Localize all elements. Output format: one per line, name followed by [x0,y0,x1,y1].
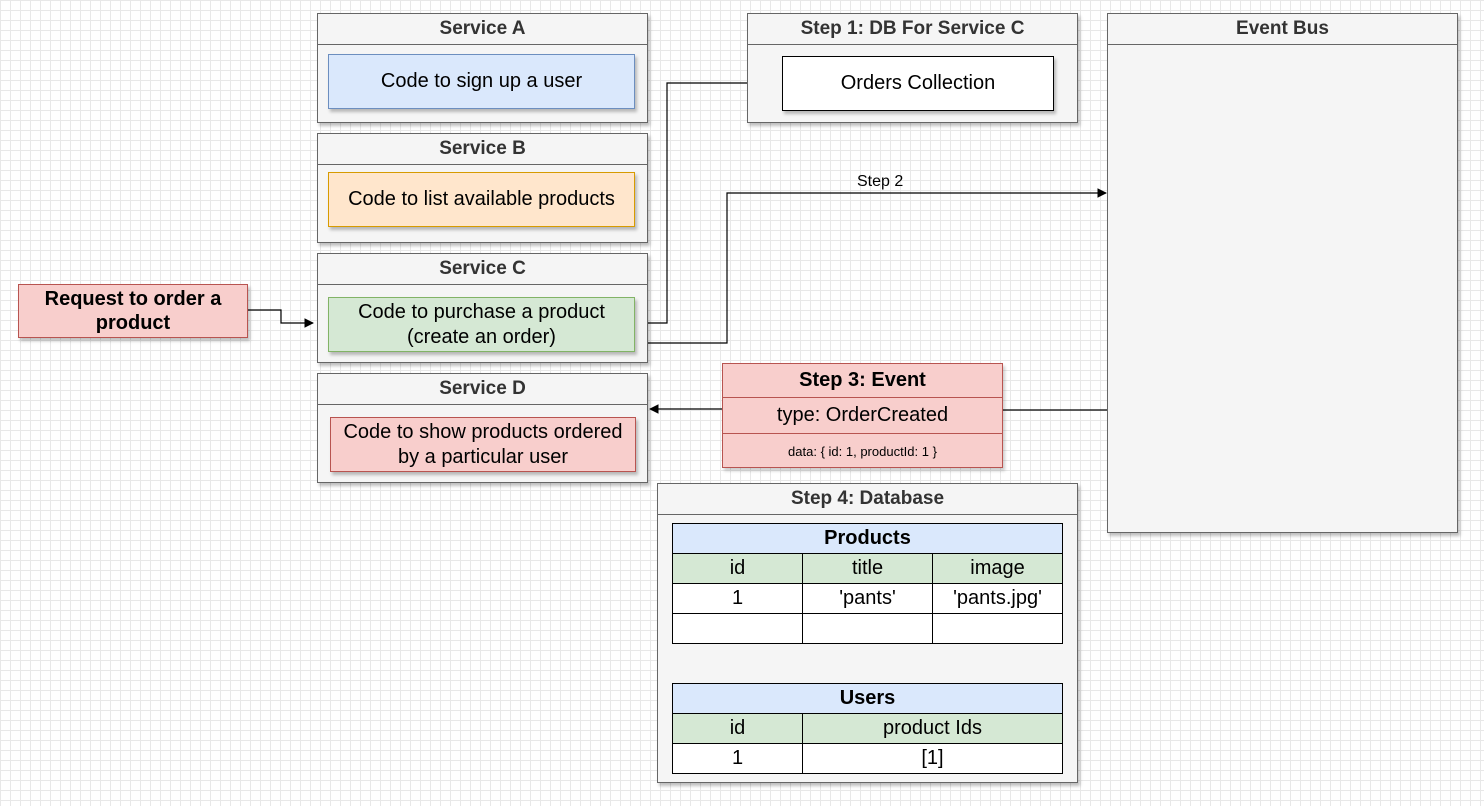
event-bus-panel: Event Bus [1107,13,1458,533]
service-a-code: Code to sign up a user [328,54,635,109]
service-b-panel: Service B Code to list available product… [317,133,648,243]
service-a-panel: Service A Code to sign up a user [317,13,648,123]
products-table-title: Products [672,523,1063,554]
arrow-service-c-to-event-bus [648,188,1107,344]
users-col-product-ids: product Ids [802,713,1063,744]
users-row1-id: 1 [672,743,803,774]
step3-type: type: OrderCreated [723,398,1002,434]
products-col-title: title [802,553,933,584]
products-row1-image: 'pants.jpg' [932,583,1063,614]
products-col-image: image [932,553,1063,584]
step3-data: data: { id: 1, productId: 1 } [788,443,937,459]
service-c-code-text: Code to purchase a product (create an or… [358,300,605,348]
service-c-panel: Service C Code to purchase a product (cr… [317,253,648,363]
orders-collection-text: Orders Collection [840,72,996,94]
products-col-id: id [672,553,803,584]
step1-title: Step 1: DB For Service C [748,14,1077,45]
service-c-code: Code to purchase a product (create an or… [328,297,635,352]
orders-collection: Orders Collection [782,56,1054,111]
request-text: Request to order a product [44,288,222,334]
service-b-title: Service B [318,134,647,165]
service-c-title: Service C [318,254,647,285]
service-b-code-text: Code to list available products [348,188,615,210]
products-row2-id [672,613,803,644]
service-a-title: Service A [318,14,647,45]
products-row2-image [932,613,1063,644]
users-row1-product-ids: [1] [802,743,1063,774]
step3-event: Step 3: Event type: OrderCreated data: {… [722,363,1003,468]
products-row1-title: 'pants' [802,583,933,614]
service-d-code: Code to show products ordered by a parti… [330,417,636,472]
step4-title: Step 4: Database [658,484,1077,515]
step1-db-panel: Step 1: DB For Service C Orders Collecti… [747,13,1078,123]
step2-label: Step 2 [857,173,904,190]
request-box: Request to order a product [18,284,248,338]
service-d-panel: Service D Code to show products ordered … [317,373,648,483]
products-row1-id: 1 [672,583,803,614]
event-bus-title: Event Bus [1108,14,1457,45]
service-b-code: Code to list available products [328,172,635,227]
step3-title: Step 3: Event [723,364,1002,398]
arrow-request-to-service-c [248,309,314,328]
service-d-code-text: Code to show products ordered by a parti… [343,420,623,468]
products-row2-title [802,613,933,644]
users-col-id: id [672,713,803,744]
service-a-code-text: Code to sign up a user [380,70,583,92]
service-d-title: Service D [318,374,647,405]
users-table-title: Users [672,683,1063,714]
line-service-c-to-db [648,82,747,324]
